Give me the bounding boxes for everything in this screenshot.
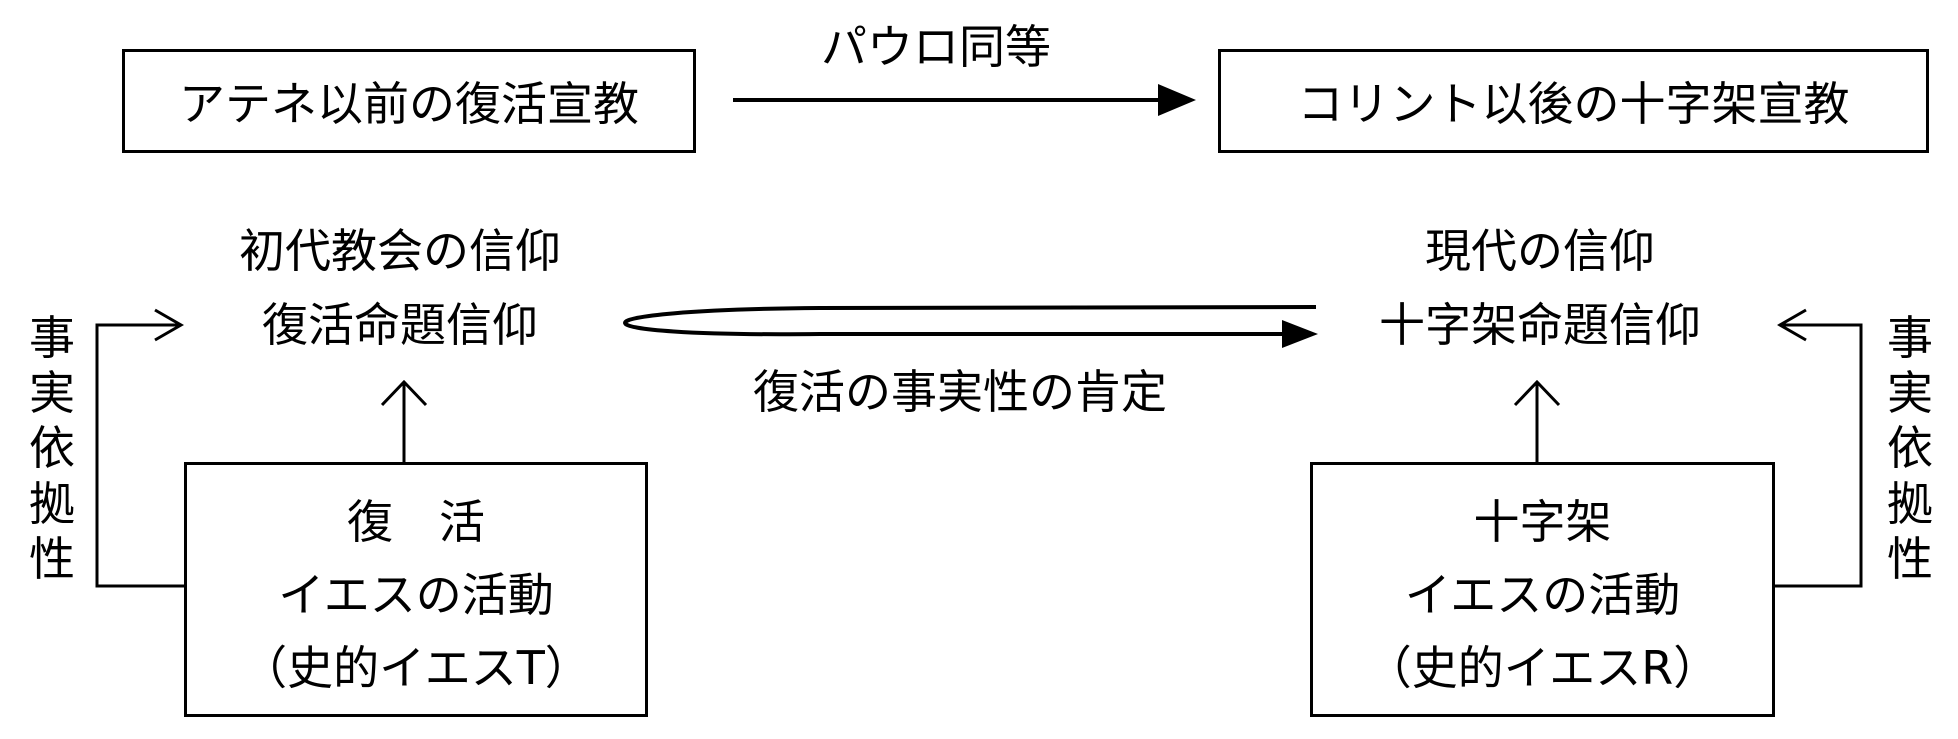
bottom-left-line3: （史的イエスT） bbox=[241, 641, 591, 695]
middle-arrow-head bbox=[1282, 320, 1318, 348]
right-side-char: 依 bbox=[1887, 421, 1933, 476]
left-side-char: 依 bbox=[29, 421, 75, 476]
left-feedback-line bbox=[95, 323, 184, 588]
left-side-char: 事 bbox=[29, 311, 75, 365]
bottom-right-line3: （史的イエスR） bbox=[1365, 641, 1720, 695]
right-side-char: 実 bbox=[1887, 366, 1933, 421]
right-faith-line2: 十字架命題信仰 bbox=[1379, 298, 1701, 352]
bottom-right-box: 十字架 イエスの活動 （史的イエスR） bbox=[1310, 462, 1775, 717]
top-left-box: アテネ以前の復活宣教 bbox=[122, 49, 696, 153]
middle-arrow-loop bbox=[623, 305, 1317, 337]
right-feedback-line bbox=[1775, 323, 1863, 588]
top-arrow-label: パウロ同等 bbox=[821, 20, 1051, 74]
right-side-char: 事 bbox=[1887, 311, 1933, 365]
left-faith-line1: 初代教会の信仰 bbox=[239, 224, 561, 278]
top-left-box-label: アテネ以前の復活宣教 bbox=[179, 77, 639, 131]
bottom-left-line2: イエスの活動 bbox=[278, 568, 554, 622]
left-feedback-arrowhead bbox=[154, 308, 185, 342]
top-arrow-head bbox=[1158, 84, 1196, 116]
left-side-char: 実 bbox=[29, 366, 75, 421]
left-side-label: 事 実 依 拠 性 bbox=[22, 311, 82, 587]
left-side-char: 性 bbox=[29, 531, 75, 586]
bottom-left-line1: 復 活 bbox=[347, 495, 485, 549]
bottom-right-line1: 十字架 bbox=[1473, 495, 1612, 549]
left-up-arrow-head bbox=[380, 379, 428, 407]
right-feedback-arrowhead bbox=[1776, 308, 1807, 342]
left-side-char: 拠 bbox=[29, 476, 75, 531]
bottom-right-line2: イエスの活動 bbox=[1404, 568, 1681, 622]
bottom-left-box: 復 活 イエスの活動 （史的イエスT） bbox=[184, 462, 648, 717]
top-right-box: コリント以後の十字架宣教 bbox=[1218, 49, 1929, 153]
right-side-char: 性 bbox=[1887, 531, 1933, 586]
right-up-arrow-head bbox=[1513, 379, 1561, 407]
right-side-char: 拠 bbox=[1887, 476, 1933, 531]
left-faith-line2: 復活命題信仰 bbox=[262, 298, 538, 352]
top-right-box-label: コリント以後の十字架宣教 bbox=[1297, 77, 1850, 131]
middle-arrow-label: 復活の事実性の肯定 bbox=[753, 365, 1167, 419]
right-side-label: 事 実 依 拠 性 bbox=[1880, 311, 1940, 587]
right-faith-line1: 現代の信仰 bbox=[1425, 224, 1655, 278]
